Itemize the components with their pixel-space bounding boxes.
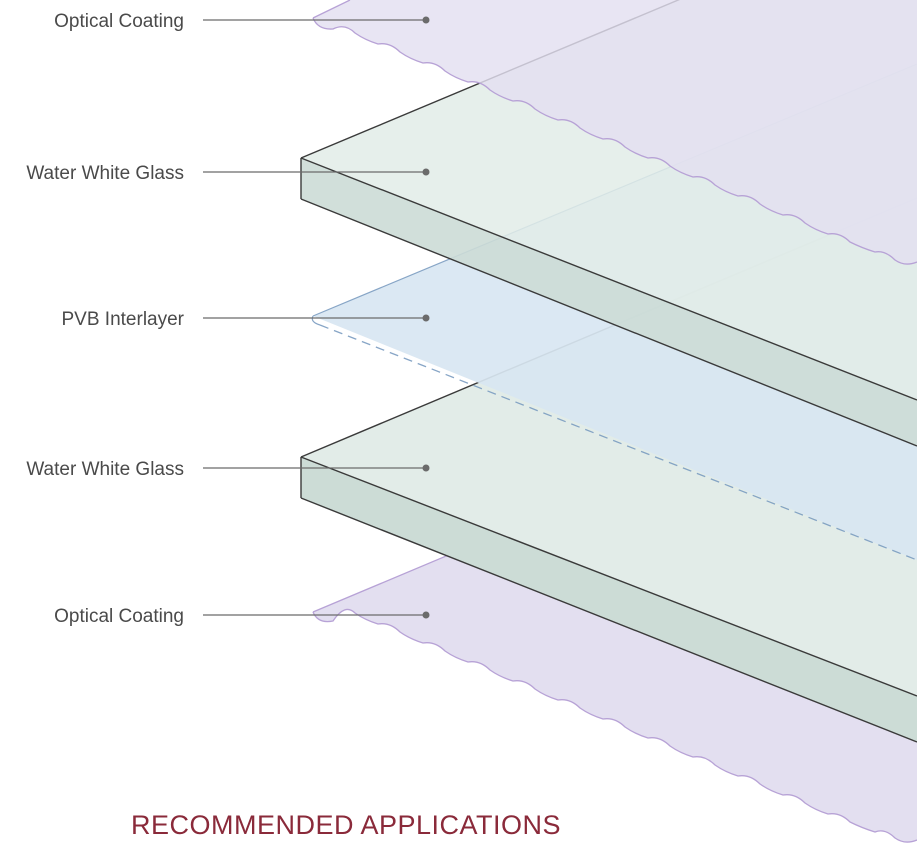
layer-label-optical-coating-top: Optical Coating <box>54 11 430 32</box>
leader-dot <box>422 611 430 619</box>
label-text: Water White Glass <box>26 163 184 184</box>
layer-label-water-white-glass-bottom: Water White Glass <box>26 459 430 480</box>
recommended-applications-heading: RECOMMENDED APPLICATIONS <box>131 810 562 840</box>
leader-dot <box>422 464 430 472</box>
top-optical-coating-layer <box>312 0 917 265</box>
leader-dot <box>422 16 430 24</box>
layer-label-water-white-glass-top: Water White Glass <box>26 163 430 184</box>
leader-dot <box>422 314 430 322</box>
label-text: PVB Interlayer <box>62 309 185 330</box>
layer-label-optical-coating-bottom: Optical Coating <box>54 606 430 627</box>
label-text: Optical Coating <box>54 11 184 32</box>
label-text: Water White Glass <box>26 459 184 480</box>
leader-dot <box>422 168 430 176</box>
label-text: Optical Coating <box>54 606 184 627</box>
layer-label-pvb-interlayer: PVB Interlayer <box>62 309 430 330</box>
